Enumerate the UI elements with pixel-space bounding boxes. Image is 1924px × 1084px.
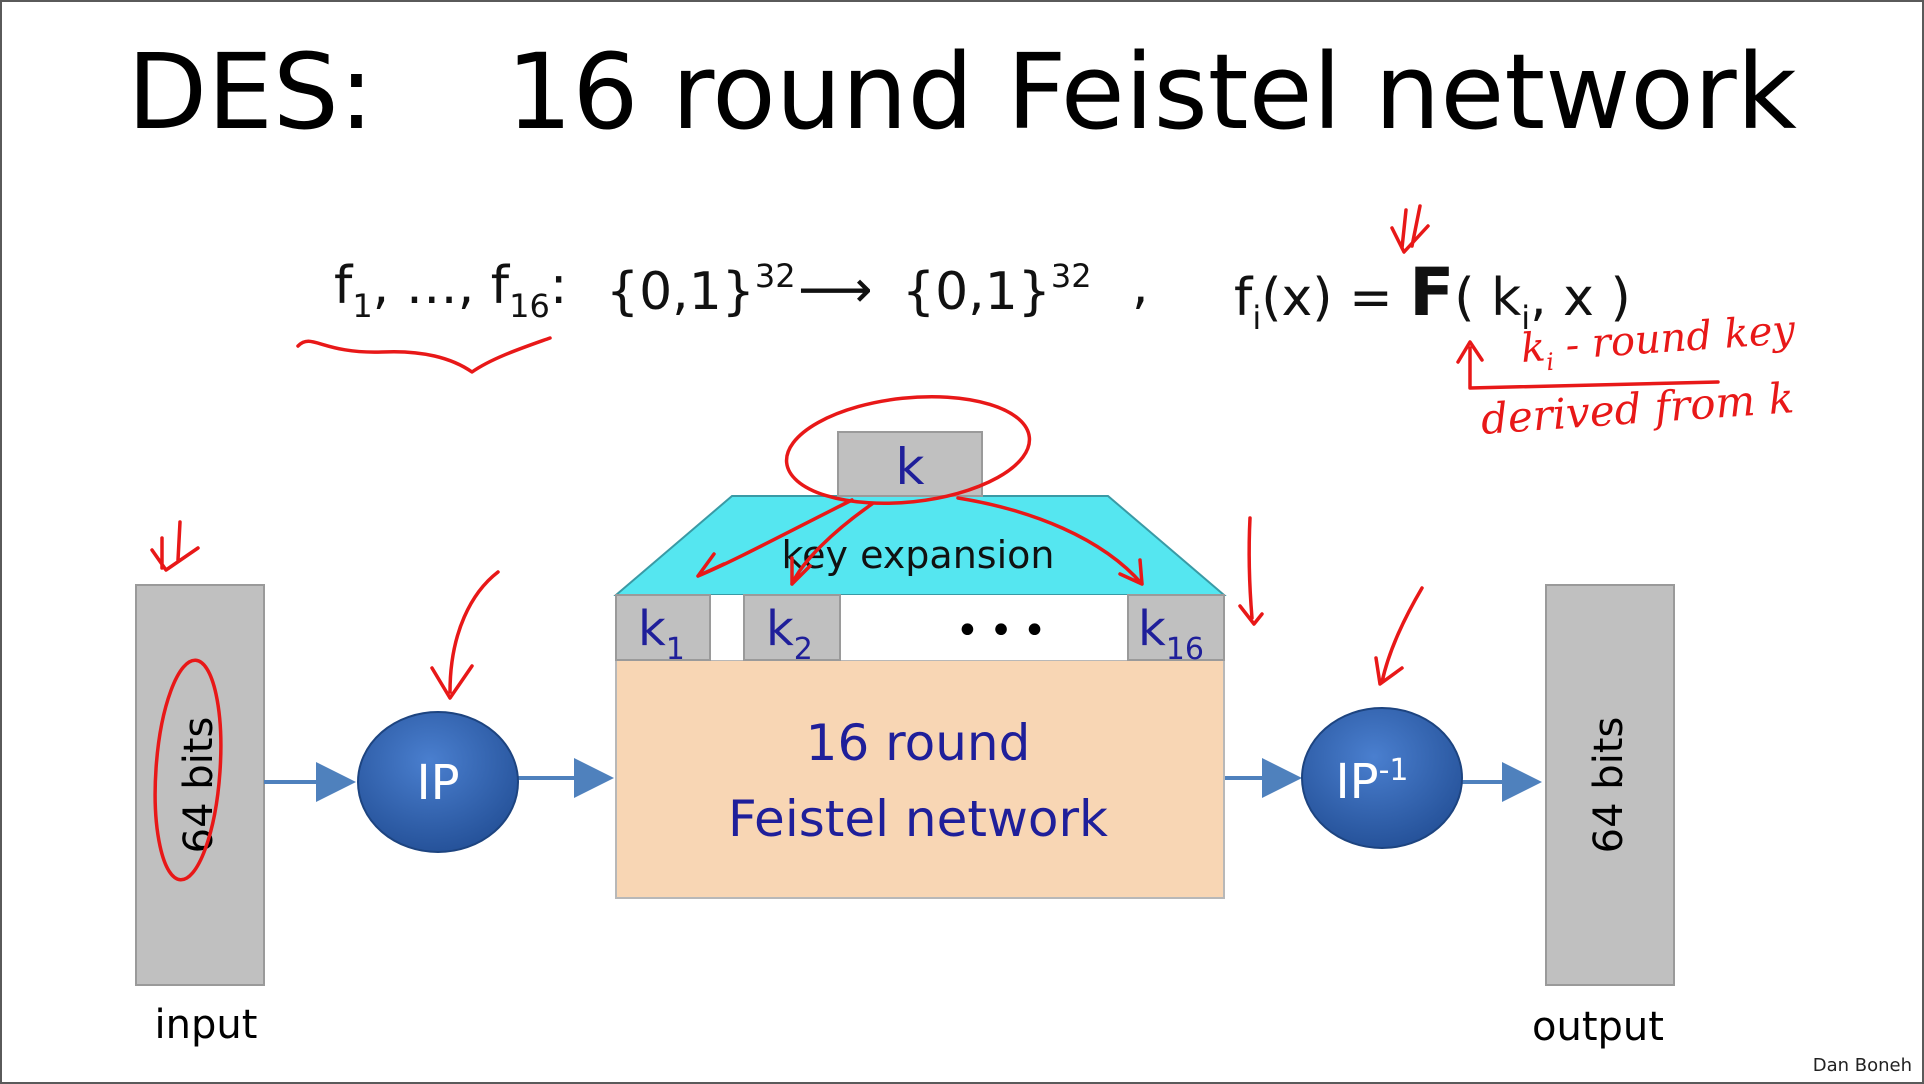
- arrow-to-round-keys: [1238, 516, 1264, 626]
- output-bits-label: 64 bits: [1586, 717, 1632, 854]
- F-k-sub: i: [1521, 299, 1531, 337]
- slide-title: DES: 16 round Feistel network: [127, 31, 1797, 153]
- circle-around-k: [784, 394, 1032, 506]
- formula-ellipsis: , …,: [372, 256, 491, 316]
- input-label: input: [155, 1002, 258, 1048]
- round-key-16-label: k16: [1138, 601, 1204, 667]
- round-key-1-box: [615, 594, 711, 661]
- round-keys-ellipsis: •••: [956, 608, 1057, 654]
- round-key-row: [616, 595, 1224, 660]
- range-set: {0,1}: [902, 262, 1051, 322]
- red-annotations: [150, 204, 1720, 882]
- round-key-16-box: [1127, 594, 1225, 661]
- ip-label: IP: [416, 755, 459, 811]
- round-function-F: F: [1409, 254, 1455, 331]
- fi-arg: (x) =: [1261, 268, 1410, 328]
- ip-inverse-label: IP-1: [1335, 753, 1408, 810]
- formula-colon: :: [549, 256, 568, 316]
- domain-set: {0,1}: [606, 262, 755, 322]
- ellipse-around-input-bits: [153, 658, 223, 882]
- formula-comma: ,: [1132, 256, 1149, 316]
- brace-under-f: [296, 336, 552, 374]
- arrow-k-to-k1: [696, 498, 854, 578]
- output-label: output: [1532, 1004, 1664, 1050]
- footer-author: Dan Boneh: [1812, 1055, 1912, 1076]
- note-derived-from-k: derived from k: [1479, 373, 1795, 444]
- arrow-k-to-k2: [790, 502, 874, 586]
- round-key-1-label: k1: [638, 601, 685, 667]
- f-first-sub: 1: [352, 287, 373, 325]
- fi-letter: f: [1234, 268, 1253, 328]
- arrow-to-note: [1456, 340, 1720, 390]
- input-bits-label: 64 bits: [176, 717, 222, 854]
- output-block: [1545, 584, 1675, 986]
- ip-inverse-circle: [1301, 707, 1463, 849]
- master-key-label: k: [896, 438, 925, 496]
- double-arrow-input: [150, 520, 200, 572]
- F-open: ( k: [1454, 268, 1522, 328]
- arrow-k-to-k16: [956, 496, 1144, 586]
- round-key-2-box: [743, 594, 841, 661]
- arrow-to-ip: [430, 570, 500, 700]
- double-arrow-F: [1390, 204, 1430, 254]
- domain-exp: 32: [754, 257, 796, 295]
- master-key-box: [837, 431, 983, 497]
- formula-fi: fi(x) = F( ki, x ): [1234, 260, 1631, 337]
- ip-circle: [357, 711, 519, 853]
- note-round-key: ki - round key: [1519, 307, 1798, 378]
- f-first: f: [334, 256, 353, 316]
- f-last-sub: 16: [509, 287, 550, 325]
- f-last: f: [490, 256, 510, 316]
- formula-domain: {0,1}32: [606, 260, 796, 318]
- round-key-2-label: k2: [766, 601, 813, 667]
- input-block: [135, 584, 265, 986]
- formula-functions: f1, …, f16:: [334, 260, 567, 322]
- key-expansion-label: key expansion: [782, 533, 1055, 577]
- feistel-network-block: [615, 659, 1225, 899]
- formula-range: {0,1}32: [902, 260, 1092, 318]
- range-exp: 32: [1050, 257, 1092, 295]
- formula-arrow: ⟶: [798, 260, 873, 320]
- fi-sub: i: [1252, 299, 1262, 337]
- F-close: , x ): [1530, 268, 1631, 328]
- arrow-to-ip-inverse: [1374, 586, 1424, 686]
- feistel-label-line2: Feistel network: [728, 790, 1108, 848]
- feistel-label-line1: 16 round: [806, 714, 1031, 772]
